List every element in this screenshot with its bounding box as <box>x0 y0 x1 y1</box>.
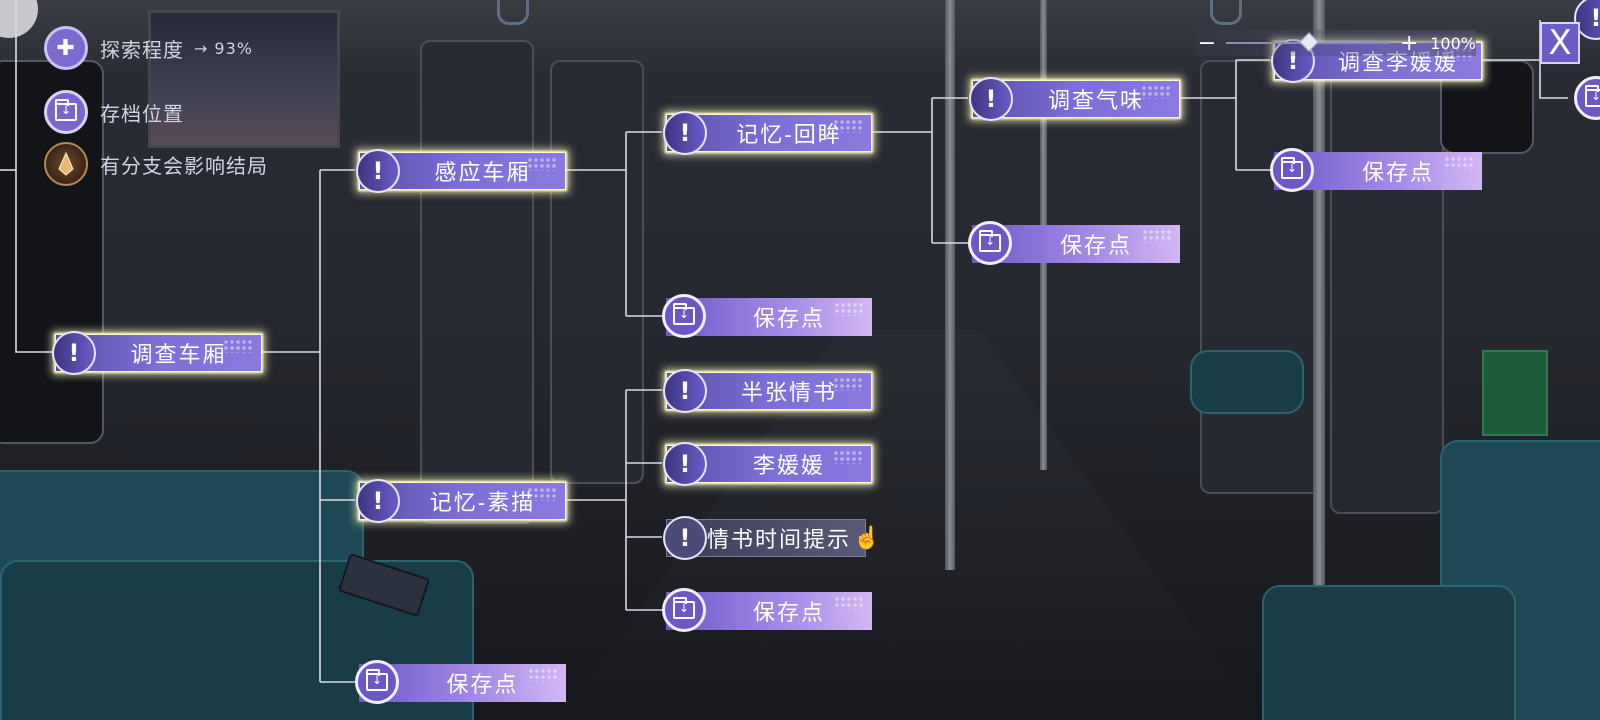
branch-label: 有分支会影响结局 <box>100 153 268 178</box>
right-seat <box>1262 585 1516 720</box>
exclamation-icon: ! <box>663 516 707 560</box>
exclamation-icon: ! <box>356 479 400 523</box>
left-door-1 <box>420 40 534 524</box>
zoom-control: − + 100% <box>1196 30 1476 56</box>
node-label: 保存点 <box>752 601 825 626</box>
node-love-letter-time-hint[interactable]: ! 情书时间提示 ☝ <box>663 516 881 560</box>
right-pole <box>1313 0 1325 600</box>
right-door-1 <box>1200 60 1324 494</box>
node-save-top-right[interactable]: 保存点 <box>1270 148 1482 192</box>
exclamation-icon: ! <box>663 111 707 155</box>
progress-value: 93% <box>214 38 253 58</box>
decorative-dots <box>528 668 558 682</box>
node-label: 保存点 <box>446 673 519 698</box>
exit-sign <box>1482 350 1548 436</box>
legend-progress: ✚ 探索程度 → 93% <box>44 26 253 70</box>
save-folder-icon <box>355 660 399 704</box>
legend-save-location: 存档位置 <box>44 90 184 134</box>
decorative-dots <box>527 157 557 171</box>
zoom-slider-track[interactable] <box>1226 32 1391 52</box>
node-li-yuanyuan[interactable]: ! 李媛媛 <box>663 442 872 486</box>
save-folder-icon <box>662 294 706 338</box>
decorative-dots <box>223 339 253 353</box>
exclamation-icon: ! <box>663 369 707 413</box>
decorative-dots <box>834 596 864 610</box>
save-folder-icon <box>662 588 706 632</box>
exclamation-icon: ! <box>356 149 400 193</box>
zoom-value: 100% <box>1430 33 1476 53</box>
left-door-2 <box>550 60 644 484</box>
legend-branch: 有分支会影响结局 <box>44 142 268 186</box>
hand-strap-2 <box>1210 0 1242 25</box>
node-label: 调查车厢 <box>130 343 227 368</box>
exclamation-icon: ! <box>969 77 1013 121</box>
decorative-dots <box>527 487 557 501</box>
save-location-label: 存档位置 <box>100 101 184 126</box>
node-label: 保存点 <box>752 307 825 332</box>
node-label: 记忆-素描 <box>429 491 536 516</box>
zoom-in-button[interactable]: + <box>1400 30 1419 56</box>
node-half-love-letter[interactable]: ! 半张情书 <box>663 369 872 413</box>
folder-icon <box>44 90 88 134</box>
node-label: 记忆-回眸 <box>736 123 842 148</box>
exclamation-icon: ! <box>52 331 96 375</box>
hand-strap-1 <box>497 0 529 25</box>
progress-arrow-icon: → <box>194 38 209 58</box>
node-investigate-smell[interactable]: ! 调查气味 <box>969 77 1180 121</box>
right-door-2 <box>1330 70 1444 514</box>
node-memory-sketch[interactable]: ! 记忆-素描 <box>356 479 566 523</box>
progress-label: 探索程度 <box>100 37 184 62</box>
decorative-dots <box>833 450 863 464</box>
node-investigate-car[interactable]: ! 调查车厢 <box>52 331 262 375</box>
center-pole <box>945 0 955 570</box>
node-label: 感应车厢 <box>434 161 531 186</box>
puzzle-icon: ✚ <box>44 26 88 70</box>
node-save-lower[interactable]: 保存点 <box>662 588 872 632</box>
node-save-bottom[interactable]: 保存点 <box>355 660 566 704</box>
exclamation-icon: ! <box>663 442 707 486</box>
decorative-dots <box>833 377 863 391</box>
node-label: 保存点 <box>1059 234 1132 259</box>
decorative-dots <box>834 302 864 316</box>
node-label: 半张情书 <box>740 381 837 406</box>
close-button[interactable]: X <box>1540 22 1580 64</box>
node-save-smell[interactable]: 保存点 <box>968 221 1180 265</box>
node-sense-car[interactable]: ! 感应车厢 <box>356 149 566 193</box>
save-folder-icon <box>1270 148 1314 192</box>
decorative-dots <box>1444 156 1474 170</box>
decorative-dots <box>1142 229 1172 243</box>
node-label: 李媛媛 <box>752 454 825 479</box>
branch-emblem-icon <box>44 142 88 186</box>
zoom-slider-thumb[interactable] <box>1299 32 1320 52</box>
node-memory-look-back[interactable]: ! 记忆-回眸 <box>663 111 872 155</box>
node-label: 情书时间提示 <box>707 528 852 553</box>
node-save-mid[interactable]: 保存点 <box>662 294 872 338</box>
far-right-seat <box>1190 350 1304 414</box>
save-folder-icon <box>968 221 1012 265</box>
zoom-out-button[interactable]: − <box>1197 30 1217 56</box>
decorative-dots <box>833 119 863 133</box>
node-label: 保存点 <box>1361 161 1434 186</box>
node-label: 调查气味 <box>1047 89 1144 114</box>
tap-hand-icon[interactable]: ☝ <box>853 525 881 551</box>
window-poster <box>148 10 340 148</box>
decorative-dots <box>1141 85 1171 99</box>
